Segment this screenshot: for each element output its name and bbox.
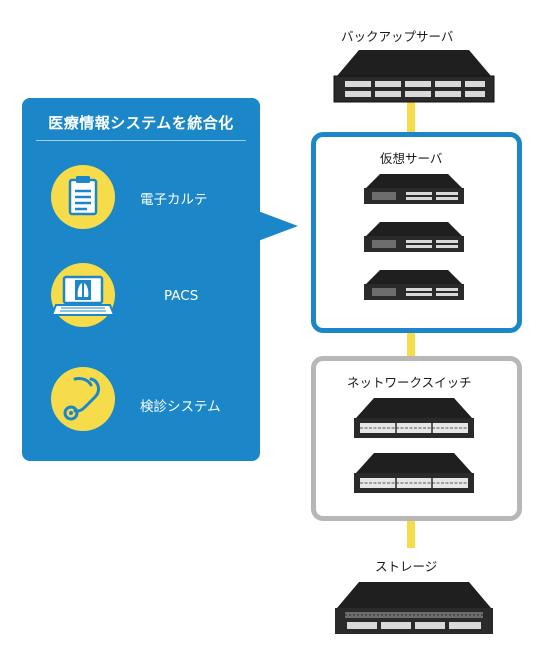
connector-backup-to-virtual — [407, 100, 415, 134]
network-switch-label: ネットワークスイッチ — [347, 375, 472, 390]
panel-pointer-arrow — [258, 211, 298, 241]
network-switch-icon — [354, 453, 474, 493]
integration-panel: 医療情報システムを統合化 電子カルテ PACS — [22, 98, 260, 461]
virtual-server-label: 仮想サーバ — [380, 151, 443, 166]
storage-icon — [335, 582, 493, 634]
backup-server-label: バックアップサーバ — [341, 29, 454, 44]
panel-divider — [36, 140, 246, 141]
connector-switch-to-storage — [407, 514, 415, 548]
virtual-server-icon — [364, 174, 464, 204]
storage-label: ストレージ — [375, 559, 438, 574]
system-label-pacs: PACS — [164, 288, 199, 304]
virtual-server-icon — [364, 270, 464, 300]
backup-server-icon — [333, 50, 495, 103]
virtual-server-icon — [364, 222, 464, 252]
stethoscope-icon — [51, 367, 115, 431]
clipboard-icon — [51, 165, 115, 229]
panel-title: 医療情報システムを統合化 — [48, 114, 234, 132]
network-switch-icon — [354, 398, 474, 438]
network-switch-group — [311, 356, 522, 521]
laptop-xray-icon — [50, 263, 116, 327]
connector-virtual-to-switch — [407, 326, 415, 358]
system-label-checkup: 検診システム — [140, 399, 221, 415]
system-label-ehr: 電子カルテ — [140, 192, 208, 208]
